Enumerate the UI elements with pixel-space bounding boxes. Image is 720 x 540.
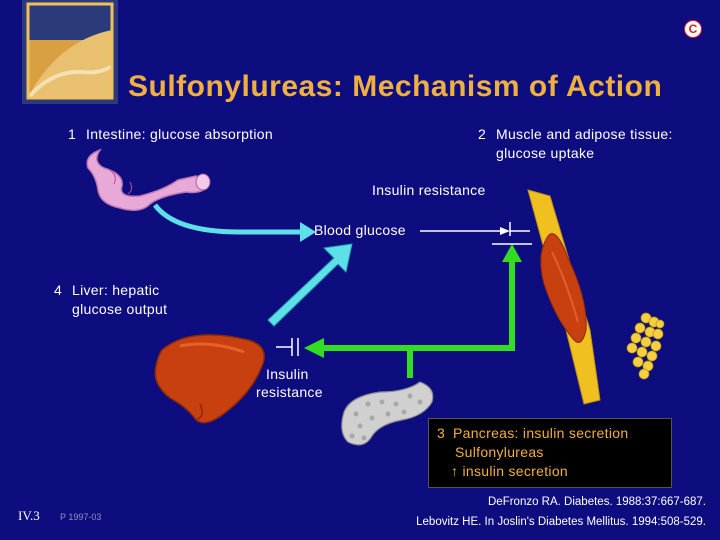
muscle-number: 2 [478, 126, 487, 142]
references: DeFronzo RA. Diabetes. 1988:37:667-687. … [416, 492, 706, 532]
uptake-arrowhead [500, 227, 510, 235]
pancreas-info-box: 3 Pancreas: insulin secretion Sulfonylure… [428, 418, 672, 488]
pancreas-number: 3 [437, 425, 446, 441]
label-liver: 4 Liver: hepatic [54, 282, 159, 298]
muscle-text-line2: glucose uptake [496, 145, 595, 161]
intestine-illustration [86, 148, 211, 211]
logo-graphic [22, 0, 118, 104]
adipose-illustration [626, 312, 665, 380]
muscle-text-line1: Muscle and adipose tissue: [496, 126, 673, 142]
label-insulin-resistance-liver-line2: resistance [256, 384, 323, 400]
copyright-icon: C [684, 20, 702, 38]
label-muscle: 2 Muscle and adipose tissue: [478, 126, 673, 142]
reference-2: Lebovitz HE. In Joslin's Diabetes Mellit… [416, 516, 706, 528]
absorption-arrowhead [300, 222, 316, 242]
pancreas-line3: ↑ insulin secretion [451, 463, 568, 479]
liver-number: 4 [54, 282, 63, 298]
intestine-text: Intestine: glucose absorption [86, 126, 273, 142]
pancreas-line1: 3 Pancreas: insulin secretion [437, 425, 628, 441]
absorption-arrow [152, 203, 300, 235]
intestine-number: 1 [68, 126, 77, 142]
liver-illustration [154, 334, 265, 424]
pancreas-text-line3: insulin secretion [462, 463, 569, 479]
slide-number: IV.3 [18, 508, 40, 523]
pancreas-illustration [341, 381, 434, 446]
liver-text-line1: Liver: hepatic [72, 282, 160, 298]
logo [22, 0, 118, 104]
up-arrow-icon: ↑ [451, 463, 459, 479]
pancreas-text-line1: Pancreas: insulin secretion [453, 425, 629, 441]
pancreas-text-line2: Sulfonylureas [455, 444, 544, 460]
insulin-arrowhead-up [502, 244, 522, 262]
muscle-illustration [527, 189, 601, 405]
label-insulin-resistance-muscle: Insulin resistance [372, 182, 486, 198]
reference-1: DeFronzo RA. Diabetes. 1988:37:667-687. [488, 496, 706, 508]
insulin-arrowhead-left [304, 338, 324, 358]
label-blood-glucose: Blood glucose [314, 222, 406, 238]
label-intestine: 1 Intestine: glucose absorption [68, 126, 273, 142]
page-title: Sulfonylureas: Mechanism of Action [128, 70, 663, 103]
label-insulin-resistance-liver-line1: Insulin [266, 366, 309, 382]
liver-text-line2: glucose output [72, 301, 168, 317]
liver-output-arrow [267, 243, 353, 327]
insulin-arrow-up [407, 258, 515, 378]
slide-code: P 1997-03 [60, 512, 102, 522]
